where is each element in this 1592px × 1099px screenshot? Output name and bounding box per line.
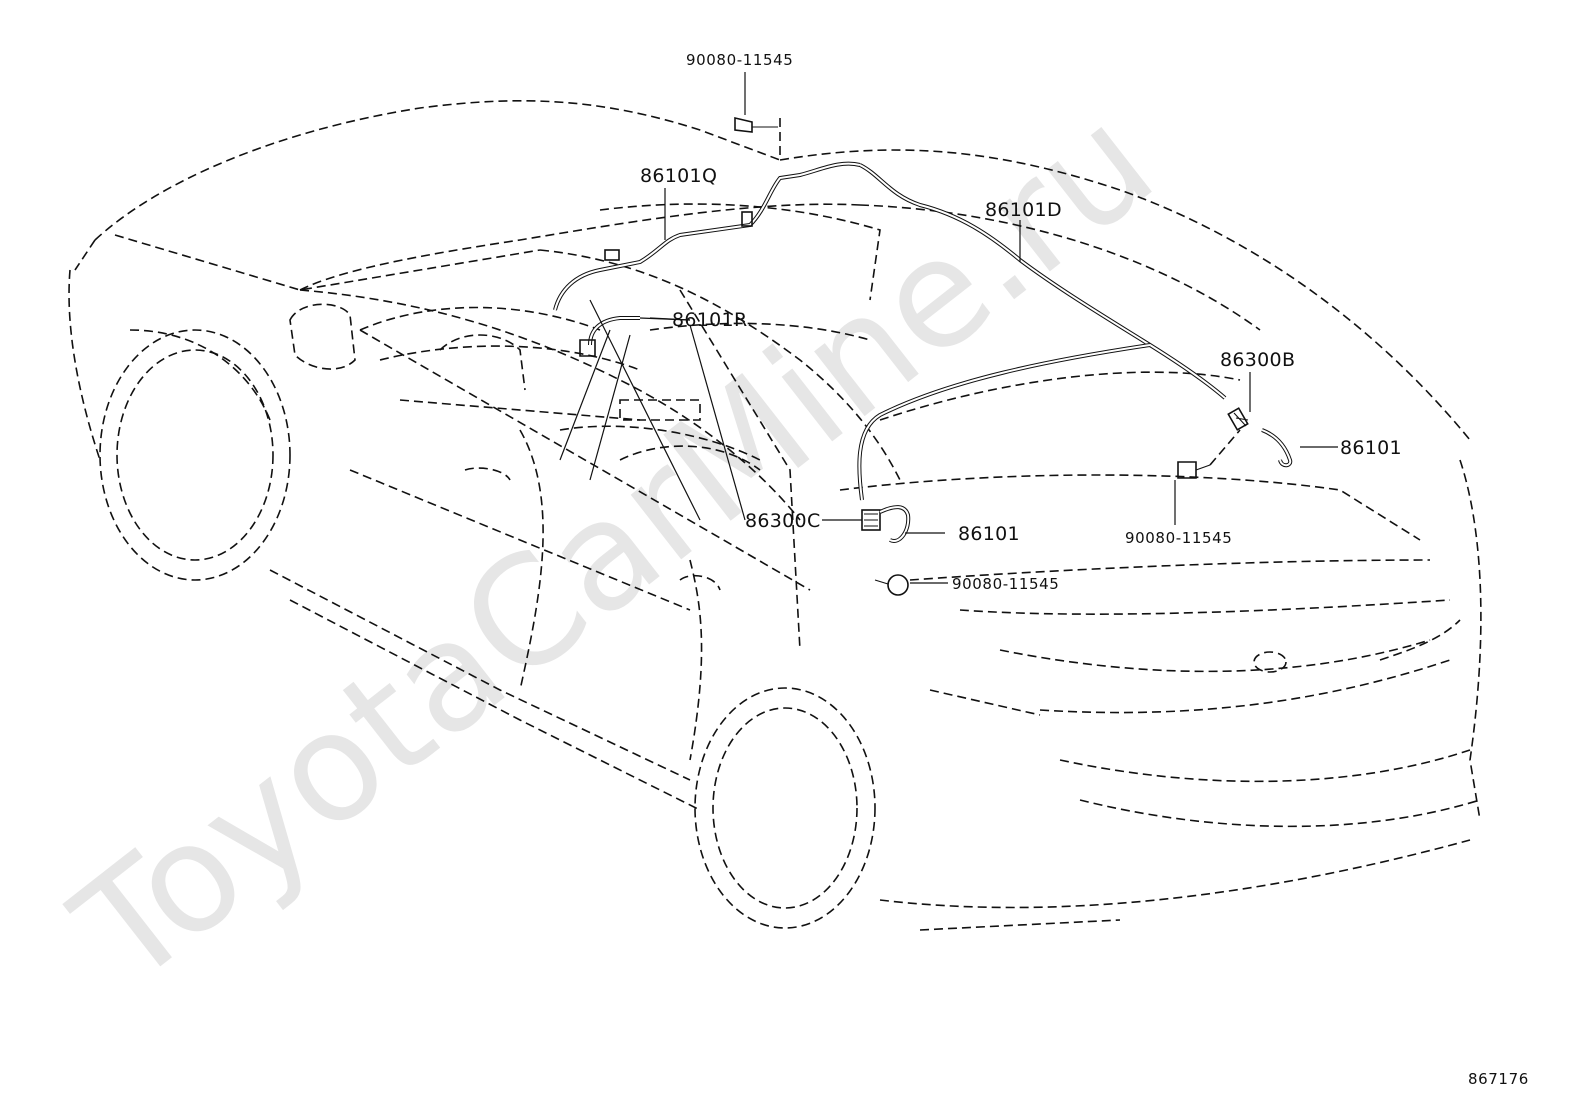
callout-bolt-rear: 90080-11545 bbox=[1125, 529, 1232, 547]
amplifier-86300c bbox=[861, 509, 881, 531]
rear-glass-antenna bbox=[857, 343, 1151, 501]
callout-bolt-top: 90080-11545 bbox=[686, 51, 793, 69]
callout-bolt-side: 90080-11545 bbox=[952, 575, 1059, 593]
harness-86101r bbox=[579, 316, 640, 357]
callout-86101-rear: 86101 bbox=[1340, 437, 1402, 459]
car-body-outline bbox=[68, 99, 1482, 931]
bolt-side bbox=[874, 574, 909, 596]
callout-86101d: 86101D bbox=[985, 199, 1062, 221]
leader-lines bbox=[559, 72, 1338, 584]
amplifier-86300b bbox=[1227, 407, 1249, 431]
bolt-top bbox=[734, 116, 781, 160]
callout-86300c: 86300C bbox=[745, 510, 821, 532]
callout-86101r: 86101R bbox=[672, 309, 747, 331]
harness-86101d bbox=[859, 163, 1227, 400]
antenna-lead-rear bbox=[1261, 428, 1293, 468]
antenna-lead-side bbox=[879, 505, 911, 543]
figure-number: 867176 bbox=[1468, 1070, 1529, 1088]
callout-86300b: 86300B bbox=[1220, 349, 1295, 371]
bolt-rear bbox=[1177, 429, 1241, 479]
harness-86101q bbox=[553, 161, 861, 311]
callout-86101-side: 86101 bbox=[958, 523, 1020, 545]
callout-86101q: 86101Q bbox=[640, 165, 717, 187]
